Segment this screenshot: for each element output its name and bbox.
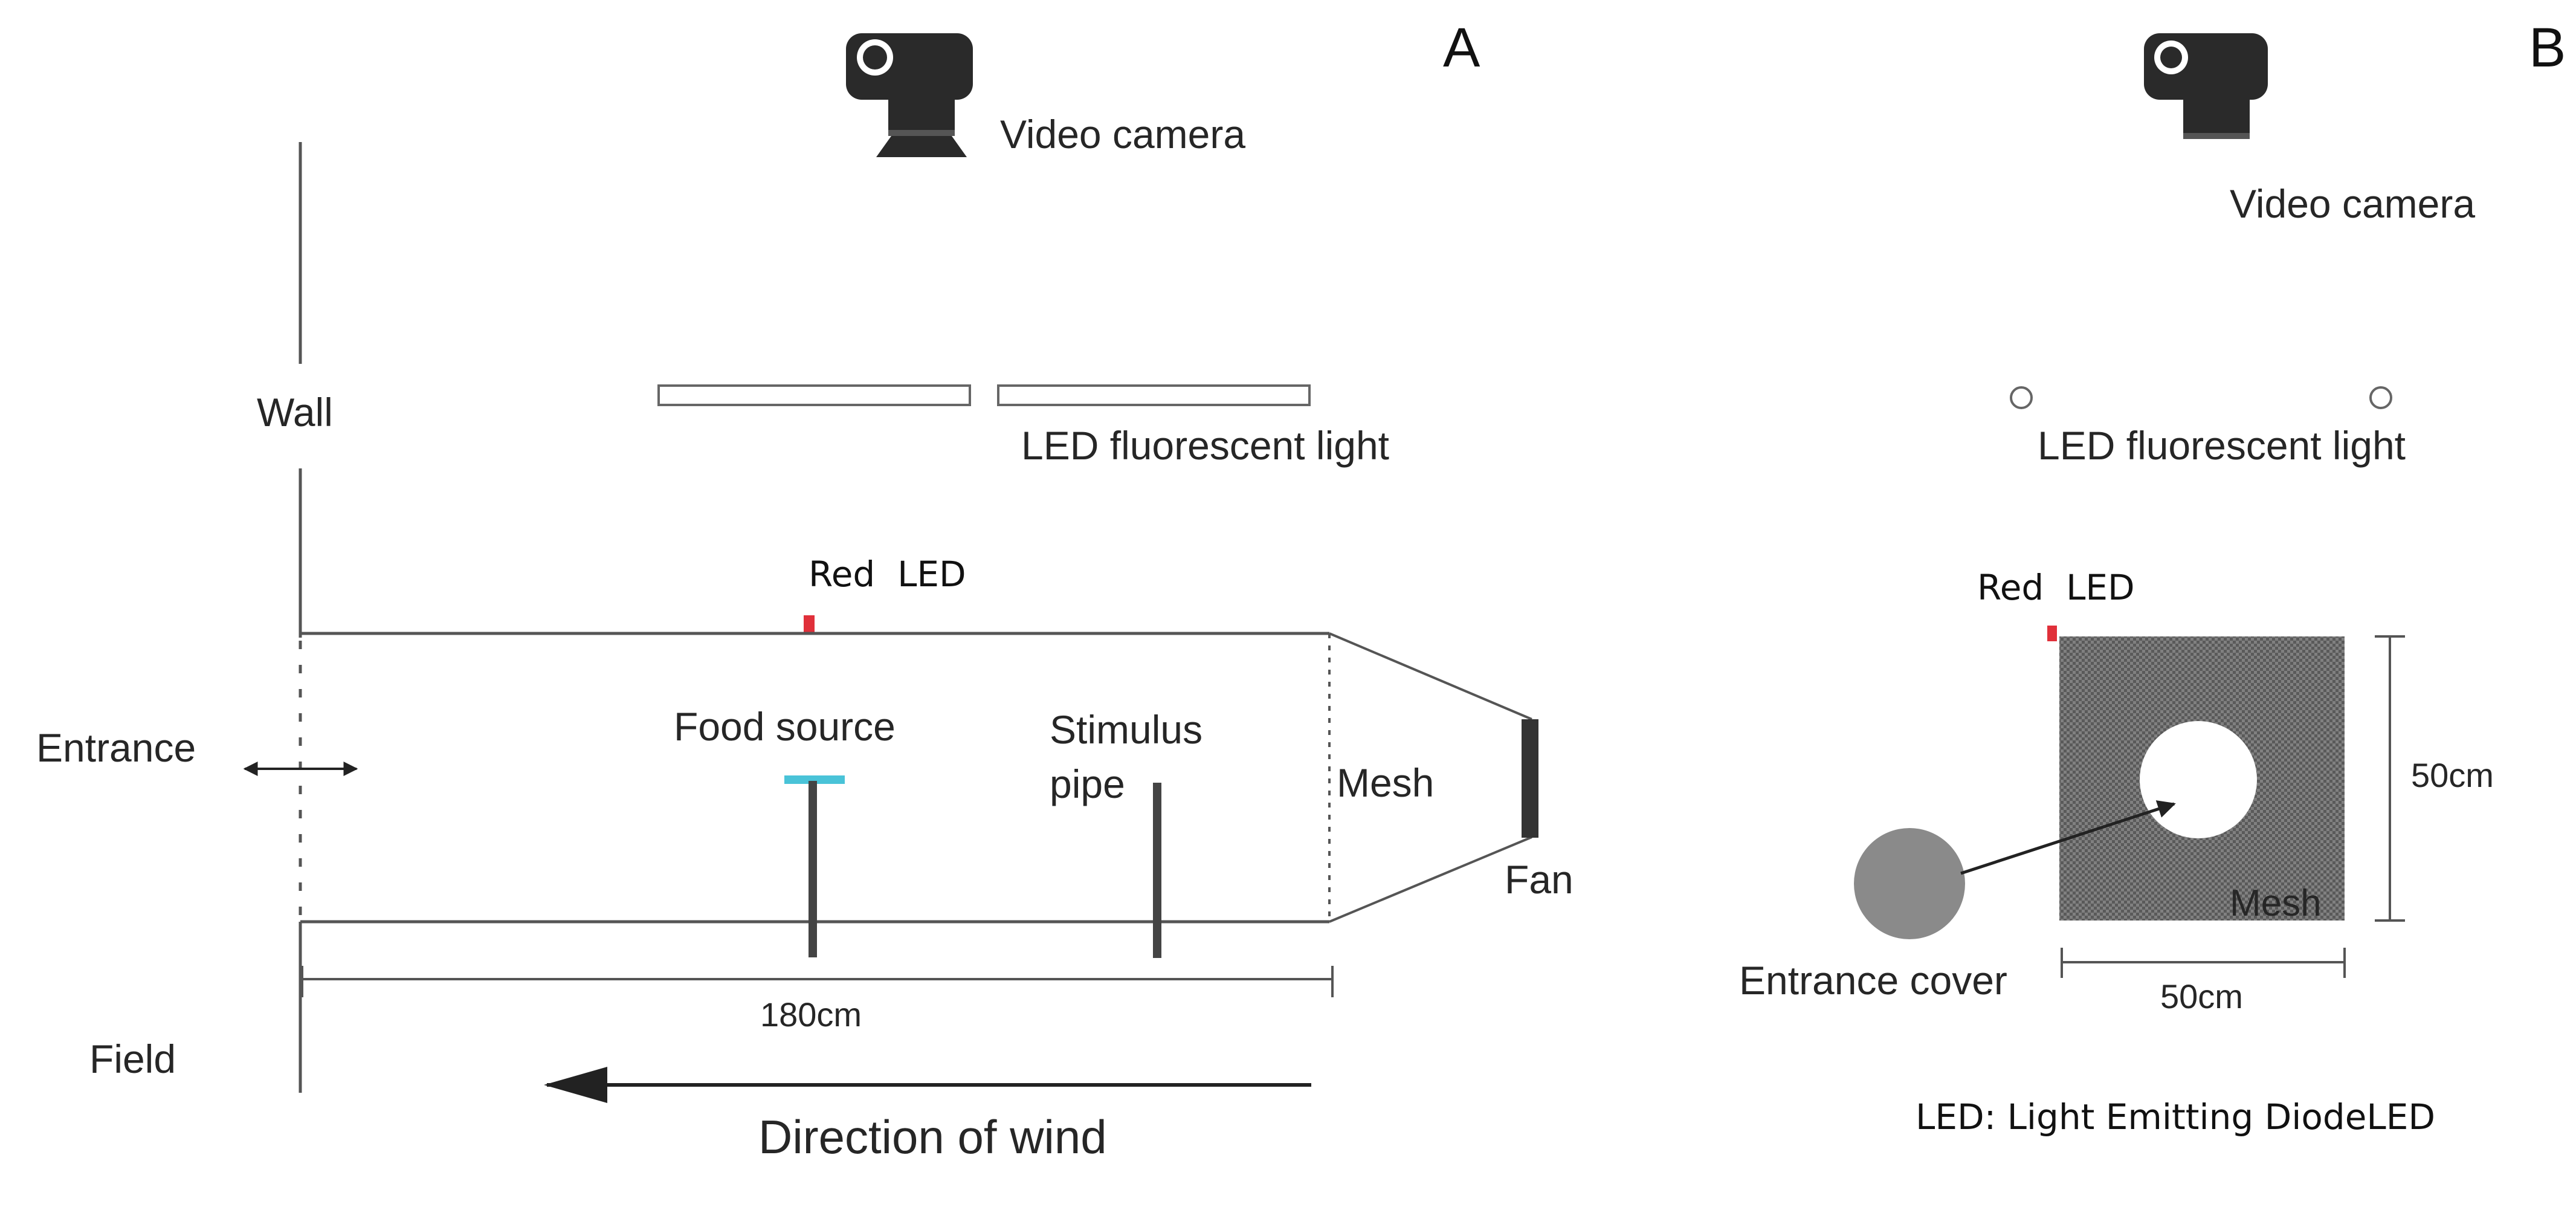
red-led-label-b: Red LED: [1977, 567, 2135, 608]
field-label: Field: [89, 1037, 176, 1081]
wall-label: Wall: [257, 390, 333, 435]
food-source-label: Food source: [674, 704, 896, 749]
fan-funnel-top: [1329, 632, 1532, 720]
entrance-cover: [1854, 828, 1965, 939]
food-source-dish: [784, 775, 845, 784]
fan-funnel-bottom: [1329, 836, 1532, 923]
mesh-label-a: Mesh: [1337, 760, 1434, 805]
dimension-50-vertical-label: 50cm: [2411, 756, 2494, 794]
stimulus-pipe-label-line2: pipe: [1050, 762, 1125, 806]
led-fluorescent-light-1: [657, 384, 971, 406]
fan-icon: [1522, 719, 1538, 838]
red-led-icon-b: [2047, 626, 2057, 641]
led-light-circle-1: [2010, 386, 2033, 409]
stimulus-pipe: [1153, 783, 1161, 958]
wind-direction-label: Direction of wind: [758, 1110, 1107, 1163]
entrance-cover-arrow: [1960, 800, 2176, 875]
panel-a-letter: A: [1443, 17, 1480, 79]
panel-b-letter: B: [2529, 17, 2566, 79]
led-fluorescent-light-2: [997, 384, 1311, 406]
dimension-180-label: 180cm: [760, 995, 862, 1034]
entrance-cover-label: Entrance cover: [1739, 958, 2007, 1003]
wind-arrow-head: [544, 1067, 607, 1103]
mesh-label-b: Mesh: [2230, 882, 2322, 924]
legend-text: LED: Light Emitting DiodeLED: [1916, 1096, 2435, 1137]
video-camera-label-b: Video camera: [2230, 181, 2475, 226]
entrance-hole: [2140, 721, 2257, 838]
red-led-icon: [804, 615, 815, 633]
video-camera-label-a: Video camera: [1000, 112, 1245, 157]
food-source-pole: [809, 781, 817, 957]
stimulus-pipe-label-line1: Stimulus: [1050, 707, 1202, 752]
dimension-50-horizontal-label: 50cm: [2160, 977, 2243, 1015]
video-camera-icon-b: [2144, 33, 2268, 139]
panel-b: B Video camera LED fluorescent light Red…: [1739, 17, 2566, 1137]
led-fluorescent-light-label-b: LED fluorescent light: [2038, 423, 2406, 468]
panel-a: A Video camera Wall LED fluorescent ligh…: [36, 17, 1574, 1163]
entrance-label: Entrance: [36, 725, 196, 770]
fan-label: Fan: [1505, 857, 1574, 902]
led-fluorescent-light-label-a: LED fluorescent light: [1021, 423, 1389, 468]
red-led-label-a: Red LED: [809, 554, 966, 595]
led-light-circle-2: [2369, 386, 2392, 409]
video-camera-icon: [846, 33, 973, 157]
